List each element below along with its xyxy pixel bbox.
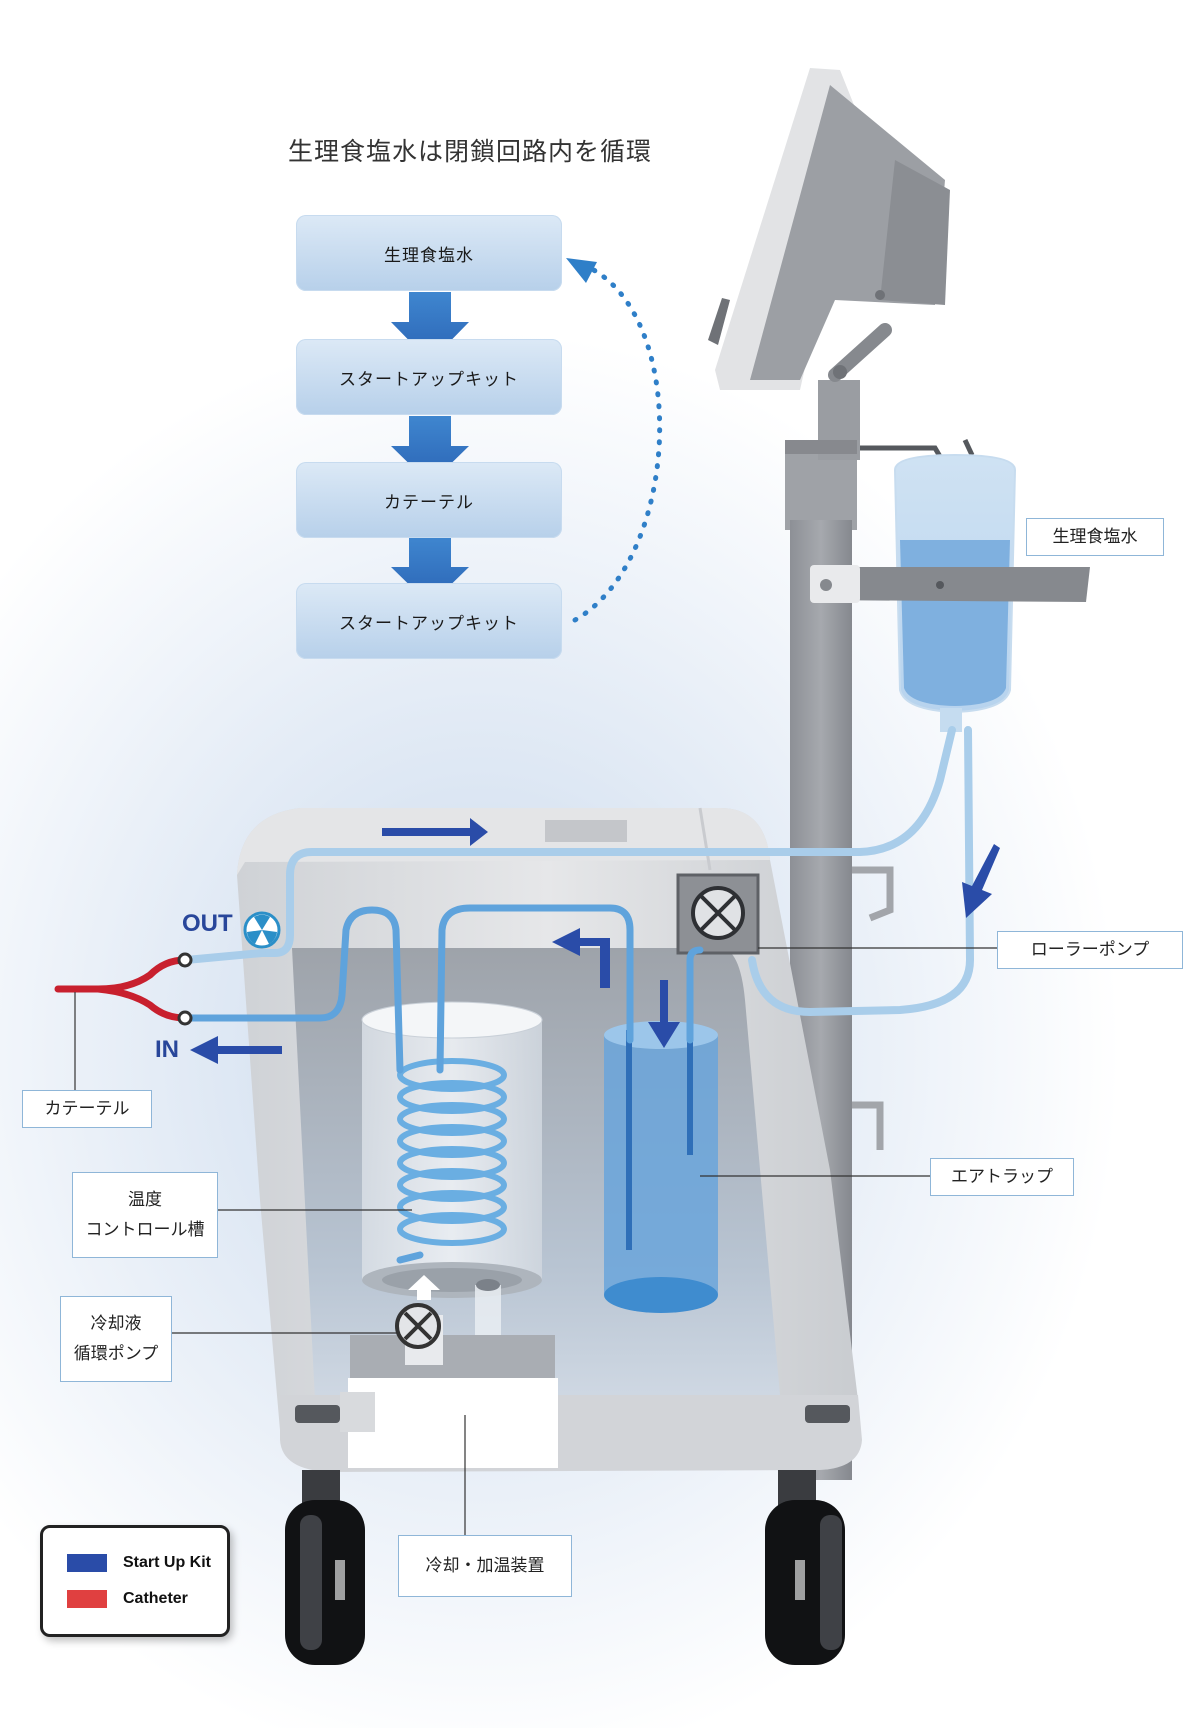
callout-coolant-line1: 冷却液: [90, 1314, 142, 1334]
air-trap: [604, 1021, 718, 1313]
callout-saline: 生理食塩水: [1026, 518, 1164, 556]
legend-item-startup-kit: Start Up Kit: [67, 1554, 211, 1572]
callout-cooling-heating-text: 冷却・加温装置: [425, 1556, 545, 1576]
catheter: [54, 956, 189, 1022]
callout-temp-line2: コントロール槽: [85, 1220, 205, 1240]
wheel-right: [765, 1470, 845, 1665]
callout-roller-pump: ローラーポンプ: [997, 931, 1183, 969]
callout-coolant-pump: 冷却液 循環ポンプ: [60, 1296, 172, 1382]
monitor: [708, 68, 950, 390]
callout-catheter-text: カテーテル: [44, 1099, 130, 1119]
flow-step-startup-kit-2: スタートアップキット: [296, 583, 562, 659]
flow-arrow-2: [391, 416, 469, 484]
flow-step-catheter: カテーテル: [296, 462, 562, 538]
flow-step-startup-kit-1: スタートアップキット: [296, 339, 562, 415]
flow-arrow-1: [391, 292, 469, 362]
arrow-elbow: [552, 928, 610, 988]
callout-air-trap-text: エアトラップ: [951, 1167, 1053, 1187]
legend-label-catheter: Catheter: [123, 1590, 188, 1607]
leader-lines: [74, 947, 997, 1535]
wheel-left: [285, 1470, 365, 1665]
loop-dotted-arrow: [572, 265, 663, 623]
in-label: IN: [155, 1036, 179, 1063]
cooling-unit: [348, 1378, 558, 1468]
callout-roller-pump-text: ローラーポンプ: [1030, 940, 1150, 960]
direction-arrows: [190, 818, 1000, 1064]
callout-saline-text: 生理食塩水: [1052, 527, 1138, 547]
in-port: [177, 1010, 193, 1026]
arrow-top-right: [382, 818, 488, 846]
callout-coolant-line2: 循環ポンプ: [73, 1344, 159, 1364]
arrow-in-left: [190, 1036, 282, 1064]
flow-arrow-3: [391, 537, 469, 605]
arrow-down-airtrap: [648, 980, 680, 1048]
callout-temperature-tank: 温度 コントロール槽: [72, 1172, 218, 1258]
callout-air-trap: エアトラップ: [930, 1158, 1074, 1196]
flow-step-saline: 生理食塩水: [296, 215, 562, 291]
callout-temp-line1: 温度: [128, 1190, 162, 1210]
page-title: 生理食塩水は閉鎖回路内を循環: [288, 137, 653, 166]
heat-coil: [397, 1058, 507, 1246]
legend: Start Up Kit Catheter: [40, 1525, 230, 1637]
out-label: OUT: [182, 910, 233, 937]
temperature-sensor-icon: [243, 911, 281, 949]
legend-label-startup-kit: Start Up Kit: [123, 1554, 211, 1571]
legend-swatch-red: [67, 1590, 107, 1608]
out-port: [177, 952, 193, 968]
arrow-diagonal-saline: [962, 844, 1000, 918]
legend-item-catheter: Catheter: [67, 1590, 188, 1608]
shelf-arm: [810, 565, 1090, 603]
callout-cooling-heating: 冷却・加温装置: [398, 1535, 572, 1597]
tubing: [182, 726, 975, 1264]
loop-arrow-head: [566, 258, 597, 283]
roller-pump: [676, 873, 760, 955]
legend-swatch-blue: [67, 1554, 107, 1572]
callout-catheter: カテーテル: [22, 1090, 152, 1128]
flow-arrows: [391, 292, 469, 605]
coolant-up-arrow: [408, 1275, 440, 1300]
